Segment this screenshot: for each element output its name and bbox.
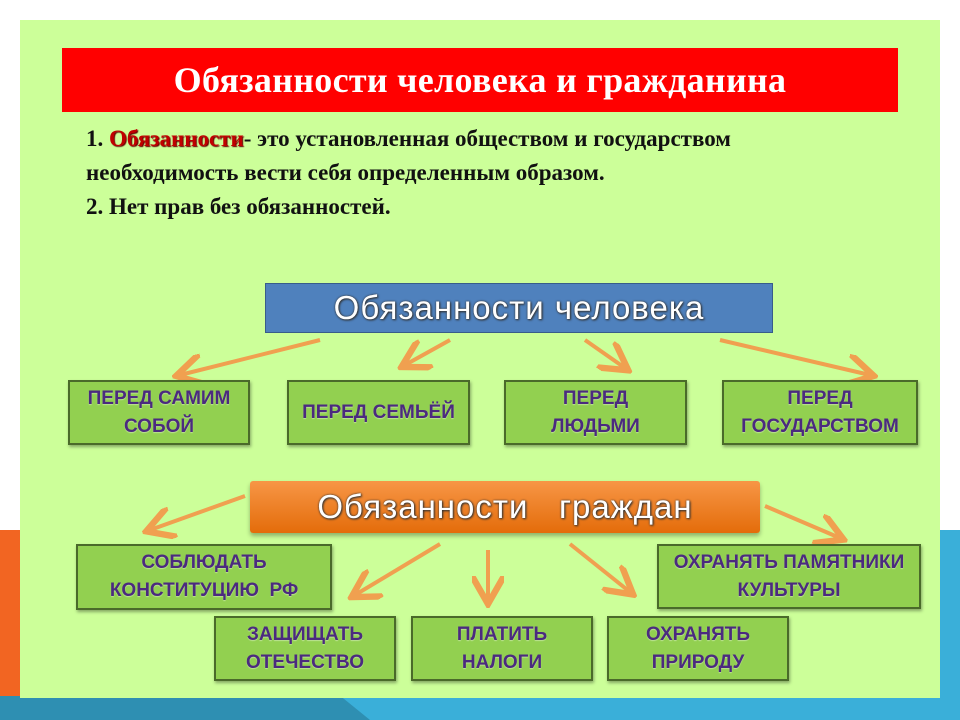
human-duties-heading: Обязанности человека xyxy=(265,283,773,333)
slide-title: Обязанности человека и гражданина xyxy=(62,48,898,112)
arrow xyxy=(355,542,442,595)
box-line: НАЛОГИ xyxy=(461,651,543,673)
heading-text: Обязанности граждан xyxy=(317,488,693,525)
arrow xyxy=(764,504,840,538)
box-line: КУЛЬТУРЫ xyxy=(737,579,841,601)
box-line: КОНСТИТУЦИЮ РФ xyxy=(109,580,299,601)
box-line: ПЕРЕД САМИМ xyxy=(87,387,231,409)
duty-box-state: ПЕРЕД ГОСУДАРСТВОМ xyxy=(722,380,918,445)
box-line: ЗАЩИЩАТЬ xyxy=(246,623,364,645)
arrow xyxy=(180,338,321,375)
duty-box-self: ПЕРЕД САМИМ СОБОЙ xyxy=(68,380,250,445)
arrow xyxy=(405,338,451,365)
duty-box-nature: ОХРАНЯТЬ ПРИРОДУ xyxy=(607,616,789,681)
box-line: ОХРАНЯТЬ xyxy=(645,623,751,645)
citizen-duties-heading: Обязанности граждан xyxy=(250,481,760,533)
box-line: ПЕРЕД СЕМЬЁЙ xyxy=(302,401,455,423)
box-line: ПРИРОДУ xyxy=(651,651,745,673)
arrow xyxy=(568,542,630,592)
duty-box-people: ПЕРЕД ЛЮДЬМИ xyxy=(504,380,687,445)
item-number: 1. xyxy=(86,126,109,151)
arrow xyxy=(583,338,625,368)
duty-box-constitution: СОБЛЮДАТЬ КОНСТИТУЦИЮ РФ xyxy=(76,544,332,610)
decor-orange-bar xyxy=(0,530,22,720)
box-line: СОБЛЮДАТЬ xyxy=(141,552,267,573)
decor-bottom-band-dark xyxy=(0,696,370,720)
box-line: СОБОЙ xyxy=(123,415,195,437)
arrow xyxy=(150,494,246,530)
box-line: ОХРАНЯТЬ ПАМЯТНИКИ xyxy=(673,551,905,573)
box-line: ПЕРЕД xyxy=(787,387,853,409)
statement-2: 2. Нет прав без обязанностей. xyxy=(86,194,391,219)
arrow xyxy=(719,338,870,375)
box-line: ПЕРЕД xyxy=(562,387,629,409)
definition-body: - это установленная обществом и государс… xyxy=(86,126,731,185)
duty-box-monuments: ОХРАНЯТЬ ПАМЯТНИКИ КУЛЬТУРЫ xyxy=(657,544,921,609)
definition-term: Обязанности xyxy=(109,126,244,151)
duty-box-taxes: ПЛАТИТЬ НАЛОГИ xyxy=(411,616,593,681)
definition-text: 1. Обязанности- это установленная общест… xyxy=(86,122,886,224)
box-line: ПЛАТИТЬ xyxy=(456,623,548,645)
duty-box-defend: ЗАЩИЩАТЬ ОТЕЧЕСТВО xyxy=(214,616,396,681)
box-line: ОТЕЧЕСТВО xyxy=(246,651,364,673)
box-line: ГОСУДАРСТВОМ xyxy=(741,415,899,437)
duty-box-family: ПЕРЕД СЕМЬЁЙ xyxy=(287,380,470,445)
box-line: ЛЮДЬМИ xyxy=(551,415,640,437)
